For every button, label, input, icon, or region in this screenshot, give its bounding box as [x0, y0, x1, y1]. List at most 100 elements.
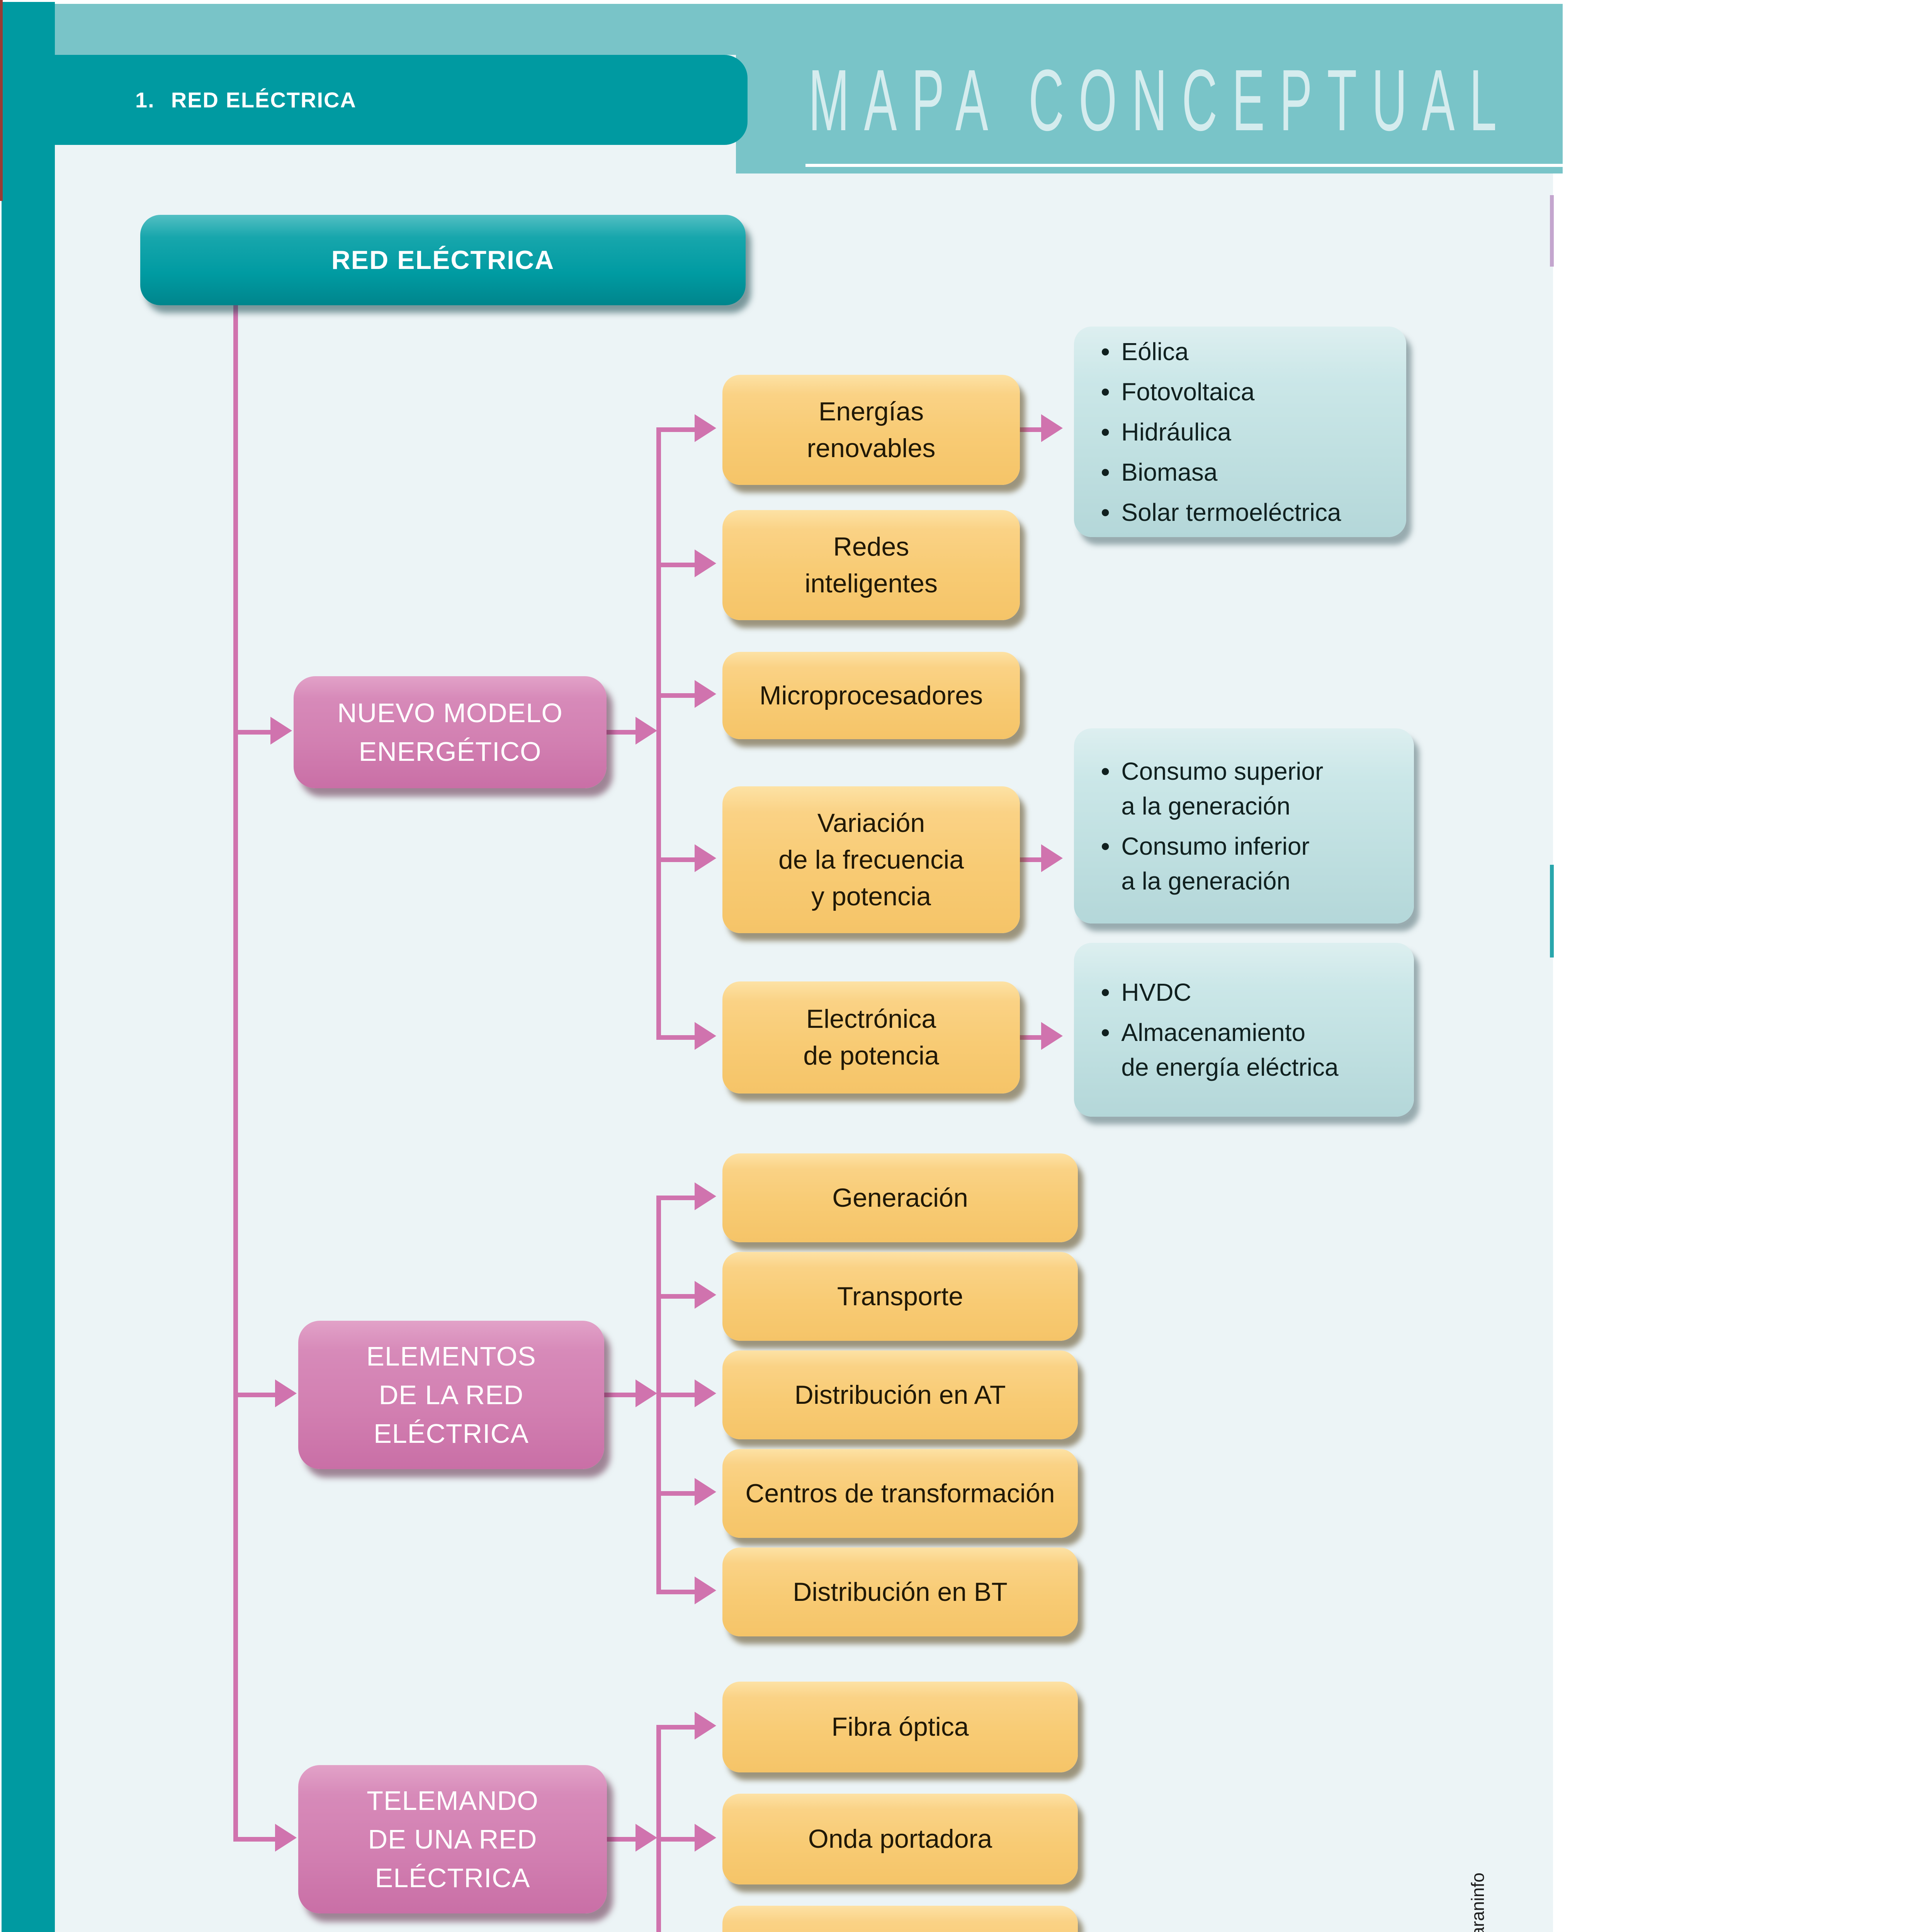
arrowhead-icon — [1041, 1022, 1063, 1050]
connector-line — [659, 1491, 695, 1496]
arrowhead-icon — [695, 1182, 716, 1210]
child-node-fibra-optica: Fibra óptica — [722, 1682, 1078, 1772]
arrowhead-icon — [275, 1824, 297, 1852]
arrowhead-icon — [695, 1281, 716, 1309]
arrowhead-icon — [695, 414, 716, 442]
connector-line — [236, 730, 270, 735]
bullet-list-item: • HVDC — [1101, 975, 1191, 1010]
arrowhead-icon — [1041, 844, 1063, 872]
bullet-icon: • — [1101, 978, 1110, 1006]
arrowhead-icon — [695, 549, 716, 577]
connector-line — [1020, 1035, 1041, 1040]
bullet-icon: • — [1101, 1019, 1110, 1046]
node-label: Onda portadora — [808, 1824, 992, 1854]
arrowhead-icon — [636, 717, 657, 745]
connector-line — [1020, 427, 1041, 432]
bullet-list-item: • Hidráulica — [1101, 415, 1231, 449]
title-underline — [805, 164, 1563, 167]
connector-line — [607, 730, 636, 735]
node-label: Distribución en AT — [794, 1380, 1006, 1410]
child-node-distribucion-at: Distribución en AT — [722, 1350, 1078, 1439]
bullet-list-item: •Solar termoeléctrica — [1101, 495, 1341, 530]
connector-line — [659, 1035, 695, 1040]
connector-line — [659, 427, 695, 432]
right-edge-strip-teal — [1550, 865, 1554, 957]
arrowhead-icon — [695, 1379, 716, 1407]
connector-root-spine — [233, 305, 238, 1842]
bullet-text: Biomasa — [1121, 458, 1218, 486]
bullet-icon: • — [1101, 337, 1110, 366]
arrowhead-icon — [695, 844, 716, 872]
left-edge-strip — [0, 0, 3, 201]
connector-line — [236, 1393, 275, 1397]
bullet-icon: • — [1101, 418, 1110, 446]
connector-line — [659, 693, 695, 698]
arrowhead-icon — [695, 680, 716, 708]
bullet-icon: • — [1101, 458, 1110, 486]
node-label: Fibra óptica — [831, 1712, 969, 1742]
connector-line — [659, 1393, 695, 1397]
connector-line — [659, 1590, 695, 1594]
arrowhead-icon — [275, 1379, 297, 1407]
page-title-wrap: MAPA CONCEPTUAL — [757, 52, 1563, 149]
bullet-icon: • — [1101, 498, 1110, 526]
arrowhead-icon — [1041, 414, 1063, 442]
section-title: RED ELÉCTRICA — [171, 88, 357, 112]
bullet-text: HVDC — [1121, 978, 1191, 1006]
bullet-text: Eólica — [1121, 337, 1189, 366]
bullet-icon: • — [1101, 757, 1110, 785]
arrowhead-icon — [695, 1577, 716, 1604]
arrowhead-icon — [270, 717, 292, 745]
child-node-microprocesadores: Microprocesadores — [722, 652, 1020, 739]
left-sidebar-bar — [2, 2, 55, 1932]
section-header-bar: 1. RED ELÉCTRICA — [2, 55, 748, 145]
node-label: Transporte — [837, 1281, 963, 1311]
arrowhead-icon — [695, 1712, 716, 1740]
node-label: Generación — [832, 1183, 968, 1213]
right-edge-strip-lavender — [1550, 195, 1554, 267]
arrowhead-icon — [636, 1379, 657, 1407]
section-number: 1. — [135, 88, 155, 112]
child-node-onda-portadora: Onda portadora — [722, 1794, 1078, 1884]
connector-rail-group1 — [656, 427, 661, 1040]
bullet-text: Hidráulica — [1121, 418, 1231, 446]
child-node-via-radio: Vía radio — [722, 1906, 1078, 1932]
connector-line — [1020, 857, 1041, 862]
connector-line — [659, 1294, 695, 1299]
child-node-distribucion-bt: Distribución en BT — [722, 1548, 1078, 1636]
bullet-icon: • — [1101, 832, 1110, 860]
connector-line — [659, 1196, 695, 1200]
arrowhead-icon — [695, 1824, 716, 1852]
connector-line — [659, 563, 695, 567]
child-node-centros-transformacion: Centros de transformación — [722, 1449, 1078, 1538]
arrowhead-icon — [695, 1022, 716, 1050]
connector-line — [604, 1393, 636, 1397]
page-title: MAPA CONCEPTUAL — [808, 51, 1512, 149]
bullet-list-item: • Eólica — [1101, 334, 1189, 369]
bullet-text: Fotovoltaica — [1121, 378, 1255, 406]
connector-line — [659, 1725, 695, 1730]
header-band-right — [736, 4, 1563, 173]
root-node: RED ELÉCTRICA — [140, 215, 746, 305]
copyright-text: © Ediciones Paraninfo — [1467, 1872, 1488, 1932]
connector-line — [607, 1837, 636, 1842]
child-node-transporte: Transporte — [722, 1252, 1078, 1341]
bullet-icon: • — [1101, 378, 1110, 406]
